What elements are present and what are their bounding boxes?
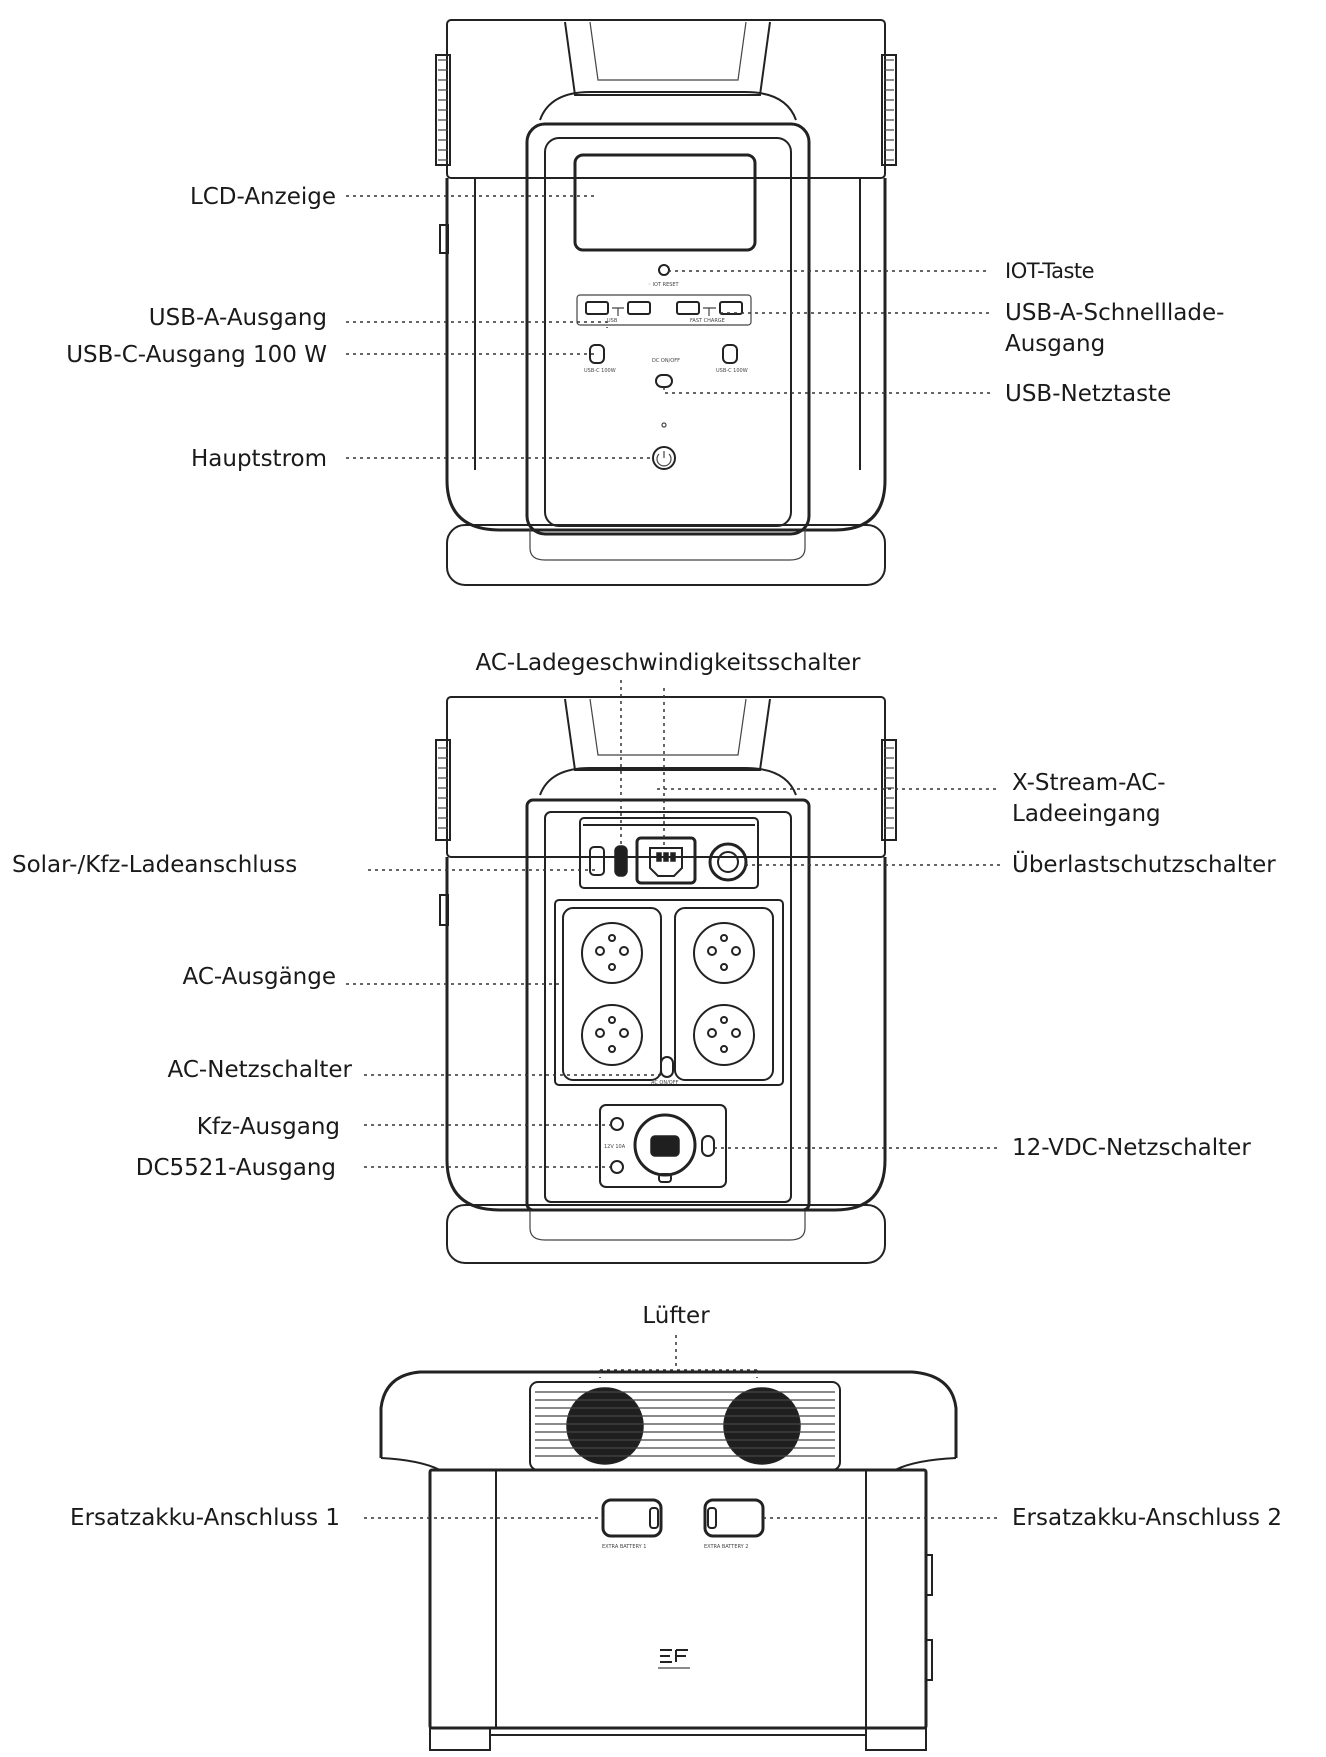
car-output-port: [610, 1117, 624, 1131]
label-battery-port-2: Ersatzakku-Anschluss 2: [1012, 1505, 1282, 1531]
usb-a-port: [627, 301, 651, 315]
label-ac-speed-switch: AC-Ladegeschwindigkeitsschalter: [475, 650, 861, 676]
label-usb-a-fast-2: Ausgang: [1005, 331, 1105, 357]
battery-port-1: [601, 1498, 663, 1538]
label-car-output: Kfz-Ausgang: [197, 1114, 340, 1140]
svg-text:USB-C 100W: USB-C 100W: [716, 368, 748, 374]
usb-power-button[interactable]: [655, 374, 673, 388]
usb-c-port: [589, 344, 605, 364]
svg-text:AC ON/OFF: AC ON/OFF: [651, 1080, 679, 1086]
ac-socket-icon: [693, 922, 755, 984]
usb-a-fast-port: [719, 301, 743, 315]
svg-text:EXTRA BATTERY 2: EXTRA BATTERY 2: [704, 1544, 748, 1550]
ac-socket-icon: [693, 1004, 755, 1066]
dc5521-port: [610, 1160, 624, 1174]
side-view: EXTRA BATTERY 1 EXTRA BATTERY 2 Lüfter E…: [70, 1303, 1282, 1751]
ac-power-switch[interactable]: [660, 1056, 674, 1078]
label-ac-outputs: AC-Ausgänge: [183, 964, 337, 990]
svg-text:USB: USB: [607, 318, 618, 324]
label-solar-port: Solar-/Kfz-Ladeanschluss: [12, 852, 297, 878]
usb-c-port: [722, 344, 738, 364]
label-usb-c-output: USB-C-Ausgang 100 W: [66, 342, 327, 368]
power-button-icon[interactable]: [652, 446, 676, 470]
label-main-power: Hauptstrom: [191, 446, 327, 472]
ac-socket-icon: [581, 922, 643, 984]
label-usb-a-output: USB-A-Ausgang: [149, 305, 327, 331]
lcd-screen: [573, 153, 757, 252]
label-usb-a-fast-1: USB-A-Schnelllade-: [1005, 300, 1224, 326]
svg-text:DC ON/OFF: DC ON/OFF: [652, 358, 680, 364]
label-dc5521: DC5521-Ausgang: [136, 1155, 336, 1181]
label-iot-button: IOT-Taste: [1005, 259, 1094, 283]
battery-port-2: [703, 1498, 765, 1538]
ecoflow-logo-icon: [658, 1649, 690, 1669]
svg-text:FAST CHARGE: FAST CHARGE: [690, 318, 725, 324]
usb-a-port: [585, 301, 609, 315]
label-usb-power: USB-Netztaste: [1005, 381, 1171, 407]
usb-a-fast-port: [676, 301, 700, 315]
label-lcd: LCD-Anzeige: [190, 184, 336, 210]
fan-icon: [529, 1381, 841, 1471]
label-fan: Lüfter: [642, 1303, 710, 1329]
overload-protector[interactable]: [708, 842, 748, 882]
label-12vdc-switch: 12-VDC-Netzschalter: [1012, 1135, 1251, 1161]
svg-text:12V 10A: 12V 10A: [604, 1144, 626, 1150]
label-battery-port-1: Ersatzakku-Anschluss 1: [70, 1505, 340, 1531]
label-xstream-2: Ladeeingang: [1012, 801, 1161, 827]
iot-button[interactable]: [658, 264, 670, 276]
rear-view: AC ON/OFF 12V 10A AC-Ladegeschwindigkeit…: [12, 650, 1276, 1264]
ac-socket-icon: [581, 1004, 643, 1066]
label-ac-power: AC-Netzschalter: [168, 1057, 353, 1083]
svg-text:USB-C 100W: USB-C 100W: [584, 368, 616, 374]
svg-text:EXTRA BATTERY 1: EXTRA BATTERY 1: [602, 1544, 646, 1550]
front-view: ◦ IOT RESET USB FAST CHARGE USB-C 100W USB…: [66, 19, 1224, 586]
solar-car-charge-port: [589, 846, 605, 876]
xstream-ac-input: [635, 836, 697, 885]
12vdc-power-switch[interactable]: [701, 1135, 715, 1157]
svg-text:◦ IOT RESET: ◦ IOT RESET: [648, 282, 680, 288]
label-overload: Überlastschutzschalter: [1012, 850, 1276, 878]
label-xstream-1: X-Stream-AC-: [1012, 770, 1166, 796]
